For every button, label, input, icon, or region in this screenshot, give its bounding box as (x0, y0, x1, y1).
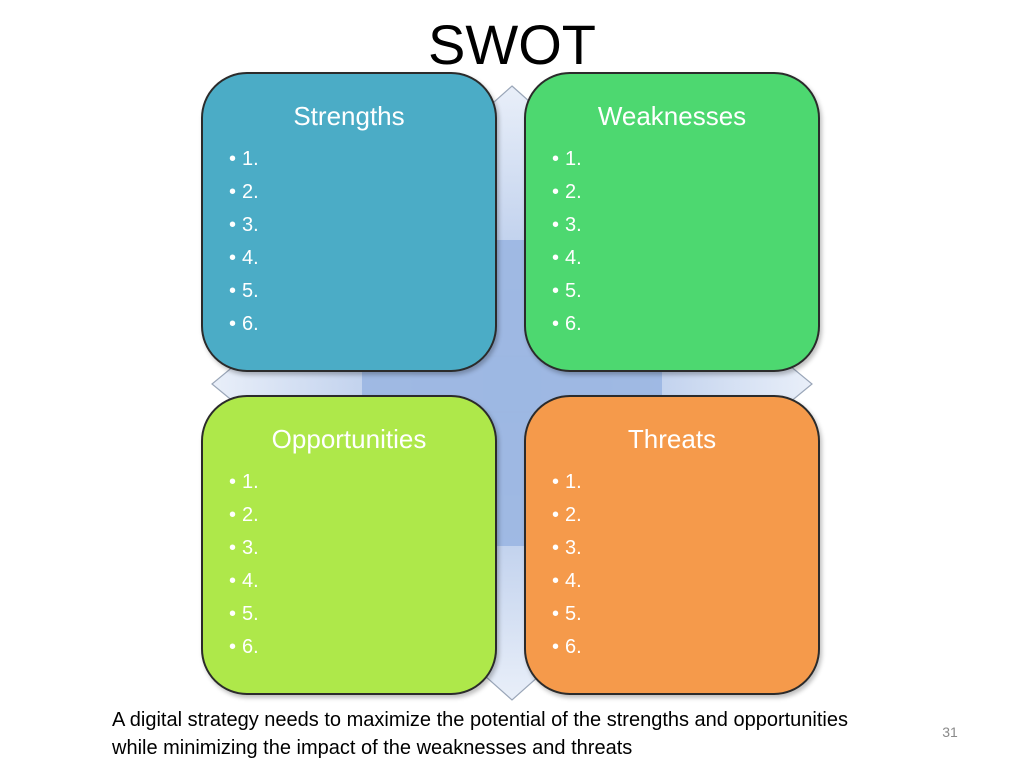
list-item: 6. (552, 308, 818, 341)
list-item: 6. (229, 308, 495, 341)
list-item: 5. (229, 275, 495, 308)
slide-caption: A digital strategy needs to maximize the… (112, 709, 848, 759)
list-item: 4. (229, 565, 495, 598)
slide-title: SWOT (428, 13, 596, 76)
list-item: 2. (229, 176, 495, 209)
opportunities-title: Opportunities (271, 424, 427, 454)
list-item: 1. (552, 143, 818, 176)
list-item: 2. (229, 499, 495, 532)
list-item: 3. (229, 532, 495, 565)
list-item: 5. (229, 598, 495, 631)
strengths-list: 1. 2. 3. 4. 5. 6. (229, 143, 495, 341)
opportunities-list: 1. 2. 3. 4. 5. 6. (229, 466, 495, 664)
list-item: 5. (552, 275, 818, 308)
list-item: 3. (552, 209, 818, 242)
list-item: 2. (552, 499, 818, 532)
threats-box: Threats 1. 2. 3. 4. 5. 6. (524, 395, 820, 695)
list-item: 4. (229, 242, 495, 275)
list-item: 4. (552, 565, 818, 598)
list-item: 3. (229, 209, 495, 242)
list-item: 3. (552, 532, 818, 565)
list-item: 6. (552, 631, 818, 664)
page-number: 31 (942, 724, 958, 740)
strengths-box: Strengths 1. 2. 3. 4. 5. 6. (201, 72, 497, 372)
list-item: 6. (229, 631, 495, 664)
list-item: 4. (552, 242, 818, 275)
list-item: 1. (552, 466, 818, 499)
weaknesses-box: Weaknesses 1. 2. 3. 4. 5. 6. (524, 72, 820, 372)
opportunities-box: Opportunities 1. 2. 3. 4. 5. 6. (201, 395, 497, 695)
list-item: 1. (229, 466, 495, 499)
list-item: 1. (229, 143, 495, 176)
weaknesses-title: Weaknesses (597, 101, 747, 131)
threats-title: Threats (627, 424, 717, 454)
threats-list: 1. 2. 3. 4. 5. 6. (552, 466, 818, 664)
list-item: 2. (552, 176, 818, 209)
strengths-title: Strengths (293, 101, 405, 131)
list-item: 5. (552, 598, 818, 631)
weaknesses-list: 1. 2. 3. 4. 5. 6. (552, 143, 818, 341)
